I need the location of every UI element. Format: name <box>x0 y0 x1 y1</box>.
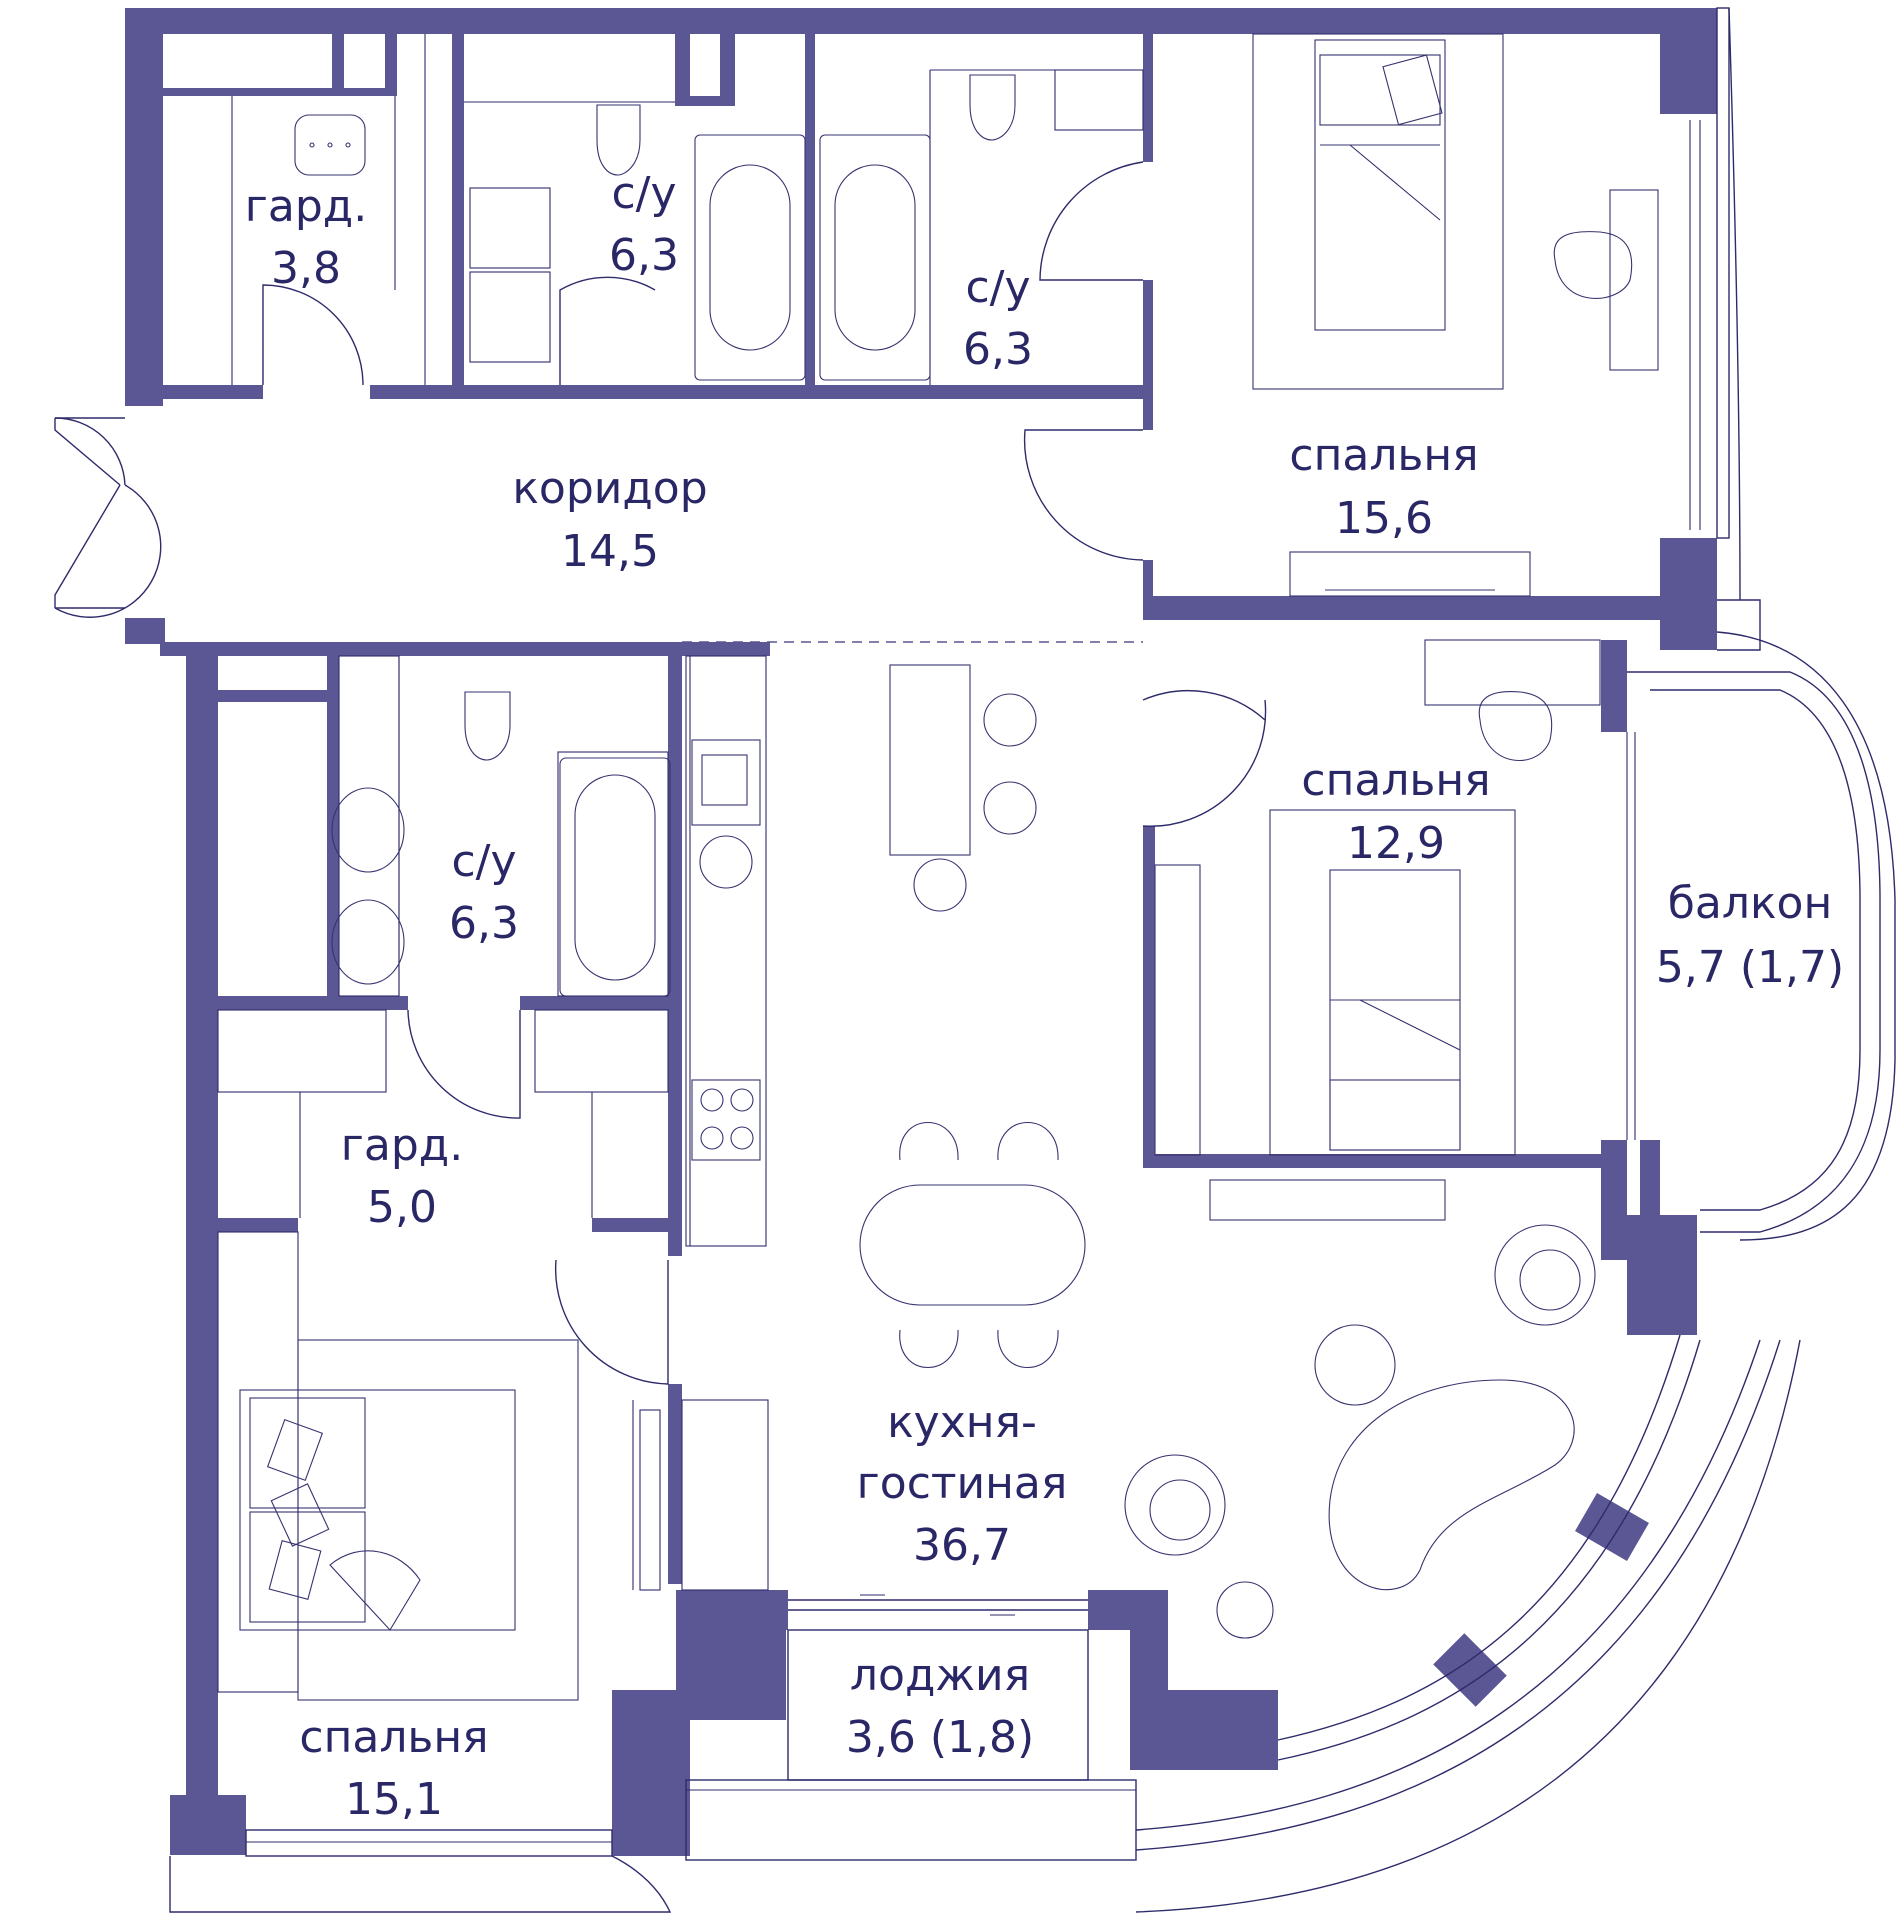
room-area-wardrobe-2: 5,0 <box>367 1182 437 1233</box>
thin-lines <box>54 7 1896 1913</box>
room-name-bedroom-1: спальня <box>1289 430 1478 481</box>
room-area-bath-2: 6,3 <box>963 324 1033 375</box>
furniture <box>239 33 1659 1701</box>
room-area-kitchen-living: 36,7 <box>913 1520 1011 1571</box>
room-area-balcony: 5,7 (1,7) <box>1656 942 1844 993</box>
room-area-corridor: 14,5 <box>561 526 659 577</box>
room-area-bedroom-2: 12,9 <box>1347 818 1445 869</box>
room-labels: гард. 3,8 с/у 6,3 с/у 6,3 спальня 15,6 к… <box>245 168 1844 1825</box>
room-area-wardrobe-1: 3,8 <box>271 243 341 294</box>
room-name-kitchen-living-1: кухня- <box>887 1397 1037 1448</box>
room-name-bedroom-2: спальня <box>1301 755 1490 806</box>
room-name-bath-1: с/у <box>611 168 676 219</box>
room-area-bath-3: 6,3 <box>449 898 519 949</box>
room-name-kitchen-living-2: гостиная <box>857 1458 1068 1509</box>
room-area-bath-1: 6,3 <box>609 230 679 281</box>
room-area-loggia: 3,6 (1,8) <box>846 1712 1034 1763</box>
room-name-wardrobe-1: гард. <box>245 181 367 232</box>
room-name-bedroom-3: спальня <box>299 1712 488 1763</box>
room-name-balcony: балкон <box>1668 878 1832 929</box>
room-area-bedroom-1: 15,6 <box>1335 493 1433 544</box>
room-name-bath-2: с/у <box>965 262 1030 313</box>
room-area-bedroom-3: 15,1 <box>345 1774 443 1825</box>
walls <box>125 8 1717 1856</box>
room-name-bath-3: с/у <box>451 836 516 887</box>
room-name-wardrobe-2: гард. <box>341 1120 463 1171</box>
room-name-corridor: коридор <box>512 463 707 514</box>
room-name-loggia: лоджия <box>850 1650 1030 1701</box>
